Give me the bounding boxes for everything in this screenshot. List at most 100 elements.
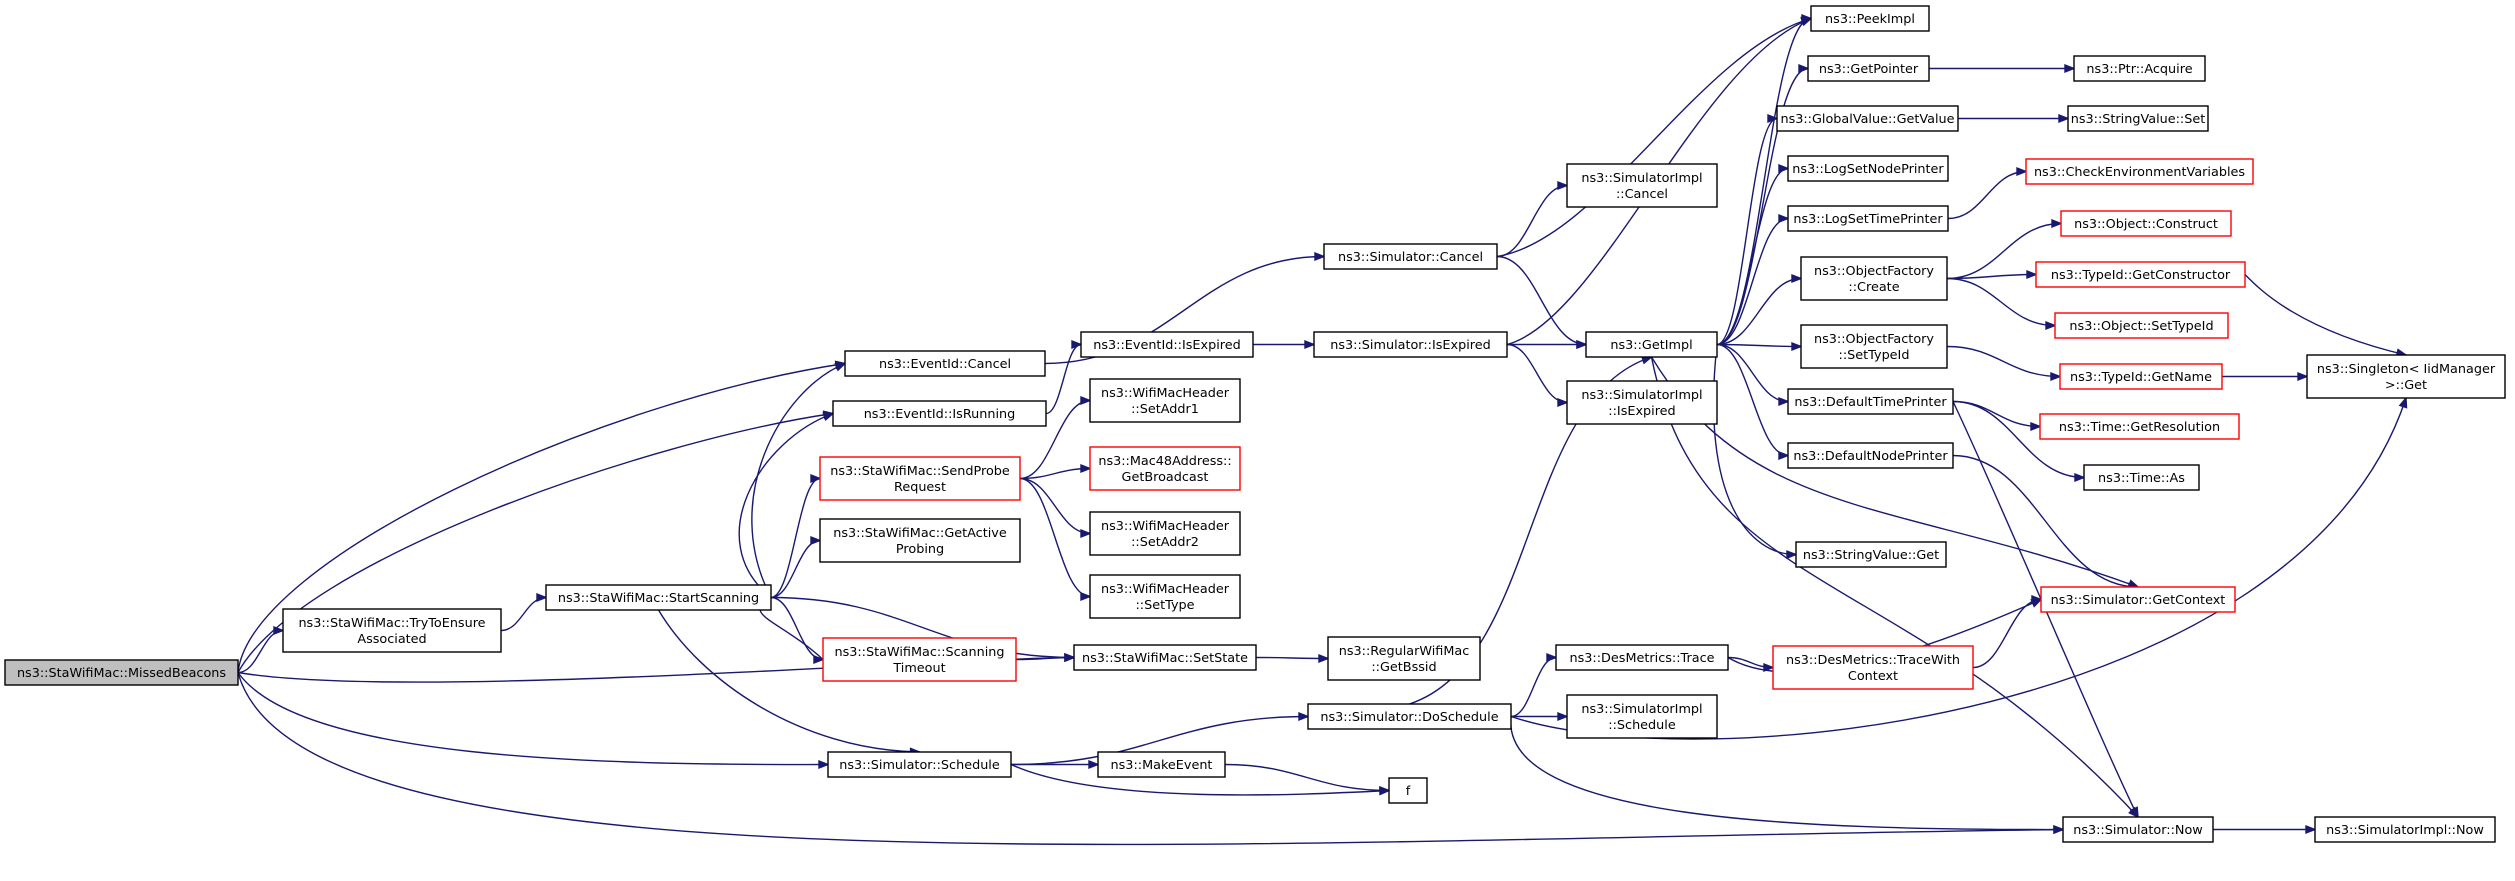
graph-node-n47[interactable]: ns3::Simulator::Now xyxy=(2062,816,2214,843)
node-box xyxy=(1089,378,1241,423)
graph-node-n16[interactable]: f xyxy=(1388,777,1428,804)
node-box xyxy=(2083,464,2200,491)
graph-node-n24[interactable]: ns3::DesMetrics::Trace xyxy=(1555,644,1729,671)
graph-node-n37[interactable]: ns3::Ptr::Acquire xyxy=(2073,55,2206,82)
node-box xyxy=(1388,777,1428,804)
graph-node-n15[interactable]: ns3::MakeEvent xyxy=(1097,751,1226,778)
edge-line xyxy=(1952,401,2139,818)
graph-node-n17[interactable]: ns3::Simulator::Cancel xyxy=(1323,243,1498,270)
graph-node-n18[interactable]: ns3::Simulator::IsExpired xyxy=(1313,331,1508,358)
graph-node-n13[interactable]: ns3::WifiMacHeader::SetType xyxy=(1089,574,1241,619)
edge-line xyxy=(1019,467,1091,480)
graph-node-n29[interactable]: ns3::LogSetNodePrinter xyxy=(1787,155,1949,182)
graph-edge xyxy=(1044,251,1326,365)
graph-node-n42[interactable]: ns3::Object::SetTypeId xyxy=(2054,312,2229,339)
node-label: ns3::Singleton< IidManager xyxy=(2317,362,2496,377)
graph-node-n41[interactable]: ns3::TypeId::GetConstructor xyxy=(2035,261,2246,288)
graph-node-n44[interactable]: ns3::Time::GetResolution xyxy=(2039,413,2240,440)
edge-line xyxy=(1972,598,2042,669)
graph-node-n28[interactable]: ns3::GlobalValue::GetValue xyxy=(1776,105,1959,132)
edge-arrowhead xyxy=(1778,213,1790,224)
edge-arrowhead xyxy=(2058,113,2070,124)
graph-node-n34[interactable]: ns3::DefaultNodePrinter xyxy=(1787,442,1954,469)
graph-node-n33[interactable]: ns3::DefaultTimePrinter xyxy=(1787,388,1954,415)
graph-node-n22[interactable]: ns3::GetImpl xyxy=(1585,331,1718,358)
node-label: ns3::StringValue::Set xyxy=(2071,112,2206,127)
node-label: ::SetTypeId xyxy=(1839,348,1910,363)
edge-line xyxy=(1650,356,2139,818)
node-box xyxy=(2039,413,2240,440)
graph-node-n30[interactable]: ns3::LogSetTimePrinter xyxy=(1787,205,1949,232)
graph-node-n0[interactable]: ns3::StaWifiMac::MissedBeacons xyxy=(4,659,239,686)
graph-node-n10[interactable]: ns3::WifiMacHeader::SetAddr1 xyxy=(1089,378,1241,423)
graph-node-n45[interactable]: ns3::Time::As xyxy=(2083,464,2200,491)
graph-node-n49[interactable]: ns3::SimulatorImpl::Now xyxy=(2314,816,2496,843)
node-box xyxy=(827,751,1012,778)
edge-arrowhead xyxy=(2051,218,2063,229)
node-label: ns3::PeekImpl xyxy=(1825,12,1915,27)
graph-node-n32[interactable]: ns3::ObjectFactory::SetTypeId xyxy=(1800,324,1948,369)
edge-line xyxy=(1496,255,1587,346)
graph-node-n2[interactable]: ns3::EventId::IsRunning xyxy=(832,400,1047,427)
edge-line xyxy=(1716,217,1789,346)
node-label: ns3::EventId::Cancel xyxy=(879,357,1011,372)
graph-edge xyxy=(1716,113,1779,346)
graph-node-n25[interactable]: ns3::SimulatorImpl::Schedule xyxy=(1566,694,1718,739)
edge-line xyxy=(500,596,547,632)
node-box xyxy=(1776,105,1959,132)
graph-node-n26[interactable]: ns3::PeekImpl xyxy=(1810,5,1930,32)
graph-node-n19[interactable]: ns3::RegularWifiMac::GetBssid xyxy=(1327,636,1481,681)
graph-node-n20[interactable]: ns3::Simulator::DoSchedule xyxy=(1307,703,1512,730)
edge-arrowhead xyxy=(1763,662,1775,673)
node-label: ::SetAddr1 xyxy=(1131,402,1199,417)
edge-line xyxy=(1716,343,1802,348)
node-box xyxy=(1807,55,1930,82)
graph-node-n31[interactable]: ns3::ObjectFactory::Create xyxy=(1800,256,1948,301)
node-label: ns3::Simulator::Cancel xyxy=(1338,250,1483,265)
edge-line xyxy=(1010,715,1309,766)
graph-node-n39[interactable]: ns3::CheckEnvironmentVariables xyxy=(2025,158,2254,185)
graph-edge xyxy=(1010,711,1310,766)
node-label: ns3::ObjectFactory xyxy=(1814,264,1934,279)
graph-node-n4[interactable]: ns3::StaWifiMac::StartScanning xyxy=(545,584,772,611)
graph-edge xyxy=(1019,463,1092,480)
graph-node-n9[interactable]: ns3::EventId::IsExpired xyxy=(1080,331,1254,358)
graph-edge xyxy=(1507,339,1588,350)
node-box xyxy=(1097,751,1226,778)
graph-node-n35[interactable]: ns3::StringValue::Get xyxy=(1795,541,1947,568)
graph-node-n40[interactable]: ns3::Object::Construct xyxy=(2060,210,2232,237)
graph-node-n11[interactable]: ns3::Mac48Address::GetBroadcast xyxy=(1089,446,1241,491)
graph-node-n1[interactable]: ns3::EventId::Cancel xyxy=(844,350,1046,377)
edge-line xyxy=(1019,477,1091,535)
node-label: ns3::DefaultNodePrinter xyxy=(1793,449,1948,464)
edge-line xyxy=(1019,477,1091,598)
graph-node-n8[interactable]: ns3::Simulator::Schedule xyxy=(827,751,1012,778)
graph-edge xyxy=(1952,400,2086,483)
node-label: ::Create xyxy=(1848,280,1899,295)
edge-arrowhead xyxy=(818,759,830,770)
graph-node-n43[interactable]: ns3::TypeId::GetName xyxy=(2059,363,2223,390)
edge-arrowhead xyxy=(834,362,847,372)
graph-node-n23[interactable]: ns3::SimulatorImpl::IsExpired xyxy=(1566,380,1718,425)
graph-edge xyxy=(1019,477,1092,539)
graph-edge xyxy=(1946,345,2062,382)
graph-node-n27[interactable]: ns3::GetPointer xyxy=(1807,55,1930,82)
graph-node-n38[interactable]: ns3::StringValue::Set xyxy=(2067,105,2209,132)
graph-edge xyxy=(1510,716,2065,835)
node-box xyxy=(1800,324,1948,369)
graph-node-n21[interactable]: ns3::SimulatorImpl::Cancel xyxy=(1566,163,1718,208)
edge-line xyxy=(751,362,846,598)
graph-node-n12[interactable]: ns3::WifiMacHeader::SetAddr2 xyxy=(1089,511,1241,556)
edge-line xyxy=(237,629,284,674)
edge-line xyxy=(1510,656,1557,718)
graph-node-n48[interactable]: ns3::Singleton< IidManager>::Get xyxy=(2306,354,2506,399)
graph-node-n14[interactable]: ns3::StaWifiMac::SetState xyxy=(1073,644,1257,671)
node-label: >::Get xyxy=(2385,378,2427,393)
graph-node-n46[interactable]: ns3::Simulator::GetContext xyxy=(2040,586,2236,613)
node-label: ns3::Ptr::Acquire xyxy=(2086,62,2192,77)
